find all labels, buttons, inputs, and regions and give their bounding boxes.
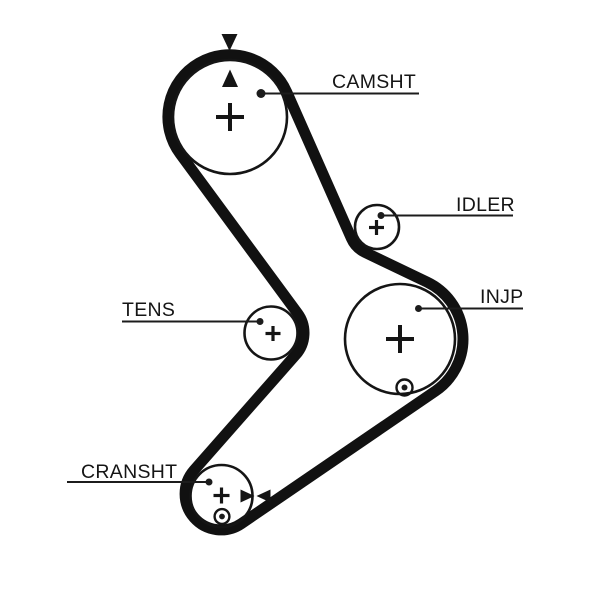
- camshaft-pulley-circle: [171, 58, 289, 176]
- crankshaft-center-cross-icon: [213, 487, 230, 504]
- crankshaft-label: CRANSHT: [81, 461, 177, 483]
- injection-pump-label: INJP: [480, 286, 523, 308]
- injection-pump-pulley: [343, 282, 457, 397]
- idler-callout: IDLER: [377, 194, 515, 219]
- camshaft-callout: CAMSHT: [256, 71, 419, 98]
- tensioner-center-cross-icon: [265, 326, 281, 341]
- injection-pump-leader-dot: [415, 305, 422, 312]
- camshaft-pulley: [171, 34, 289, 176]
- camshaft-timing-triangle-up-icon: [222, 69, 238, 87]
- crankshaft-leader-dot: [205, 478, 213, 486]
- idler-leader-dot: [377, 212, 385, 219]
- idler-label: IDLER: [456, 194, 515, 216]
- tensioner-label: TENS: [122, 299, 175, 321]
- idler-center-cross-icon: [369, 220, 384, 235]
- camshaft-timing-triangle-down-icon: [221, 34, 238, 51]
- crankshaft-pulley: [189, 463, 271, 529]
- crankshaft-timing-triangle-right-icon: [240, 489, 255, 503]
- crankshaft-alignment-dot-icon: [213, 507, 231, 526]
- idler-pulley-circle: [353, 203, 401, 251]
- injection-pump-alignment-dot-icon: [395, 378, 414, 397]
- injection-pump-callout: INJP: [415, 286, 523, 312]
- tensioner-pulley-circle: [243, 305, 299, 361]
- camshaft-label: CAMSHT: [332, 71, 416, 93]
- idler-pulley: [353, 203, 401, 251]
- tensioner-pulley: [243, 305, 299, 361]
- crankshaft-callout: CRANSHT: [67, 461, 213, 486]
- timing-belt: [162, 49, 469, 536]
- camshaft-center-cross-icon: [216, 103, 244, 131]
- injection-pump-center-cross-icon: [386, 325, 414, 353]
- tensioner-callout: TENS: [122, 299, 264, 325]
- tensioner-leader-dot: [256, 318, 264, 325]
- camshaft-leader-dot: [256, 89, 266, 98]
- crankshaft-timing-triangle-left-icon: [256, 489, 271, 503]
